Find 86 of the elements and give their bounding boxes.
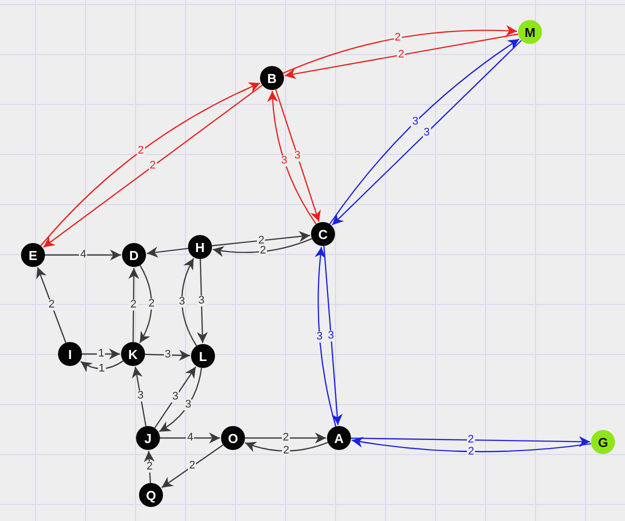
node-label: C bbox=[318, 228, 328, 240]
node-label: H bbox=[195, 240, 205, 254]
edge-weight: 2 bbox=[48, 299, 56, 310]
edge-weight: 2 bbox=[257, 235, 266, 246]
arrow bbox=[160, 432, 220, 444]
edge-weight: 3 bbox=[197, 296, 206, 307]
arrow bbox=[196, 258, 208, 344]
edge-weight: 2 bbox=[466, 434, 475, 446]
arrow bbox=[159, 368, 202, 432]
node-label: L bbox=[199, 350, 207, 362]
edge-weight: 2 bbox=[148, 298, 156, 310]
edge-weight: 2 bbox=[282, 445, 290, 456]
arrow bbox=[245, 432, 326, 444]
graph-node bbox=[188, 235, 212, 259]
node-label: A bbox=[334, 432, 344, 444]
edge-weight: 3 bbox=[136, 390, 145, 402]
graph-node bbox=[518, 20, 542, 44]
edge-weight: 2 bbox=[136, 146, 145, 157]
edge-weight: 2 bbox=[258, 246, 267, 257]
edge-weight: 3 bbox=[178, 296, 186, 308]
arrow bbox=[323, 246, 343, 426]
edge-weight: 3 bbox=[326, 330, 336, 342]
node-label: E bbox=[28, 248, 38, 262]
edge-weight: 3 bbox=[164, 349, 172, 360]
graph-node bbox=[191, 344, 215, 368]
arrow bbox=[144, 450, 155, 484]
edge-weight: 1 bbox=[98, 363, 106, 374]
node-label: Q bbox=[146, 488, 156, 502]
arrow bbox=[80, 360, 124, 372]
arrow bbox=[128, 268, 140, 342]
arrow bbox=[212, 231, 310, 246]
arrow bbox=[314, 246, 336, 427]
edge-weight: 2 bbox=[129, 299, 138, 310]
graph-node bbox=[591, 430, 615, 454]
arrow bbox=[161, 444, 224, 488]
edge-weight: 4 bbox=[186, 432, 194, 444]
edge-weight: 2 bbox=[188, 460, 196, 472]
arrow bbox=[275, 89, 321, 222]
arrow bbox=[132, 366, 146, 426]
edge-weight: 2 bbox=[397, 49, 406, 60]
edge-weight: 2 bbox=[145, 461, 154, 472]
node-label: K bbox=[128, 348, 138, 360]
arrow bbox=[351, 436, 590, 448]
graph-node bbox=[327, 426, 351, 450]
node-label: D bbox=[129, 248, 139, 262]
node-label: O bbox=[228, 432, 238, 444]
arrow bbox=[284, 34, 518, 80]
edge-weight: 3 bbox=[171, 392, 180, 403]
node-label: G bbox=[598, 436, 608, 448]
edge-weight: 2 bbox=[282, 432, 290, 444]
node-label: J bbox=[144, 432, 152, 444]
graph-node bbox=[311, 222, 335, 246]
arrow bbox=[282, 25, 518, 74]
graph-node bbox=[58, 342, 82, 366]
edge-weight: 3 bbox=[280, 155, 288, 166]
edge-weight: 3 bbox=[422, 127, 431, 138]
arrow bbox=[244, 441, 328, 452]
arrow bbox=[267, 90, 317, 224]
node-label: M bbox=[524, 26, 536, 38]
arrow bbox=[212, 238, 312, 257]
edge-weight: 2 bbox=[148, 160, 157, 172]
edge-weight: 1 bbox=[97, 348, 106, 360]
graph-node bbox=[21, 243, 45, 267]
arrow bbox=[36, 266, 66, 343]
node-label: I bbox=[68, 348, 72, 360]
arrow bbox=[352, 436, 592, 452]
graph-node bbox=[221, 426, 245, 450]
arrow bbox=[181, 258, 198, 346]
edge-weight: 4 bbox=[79, 250, 88, 260]
graph-node bbox=[139, 483, 163, 507]
node-label: B bbox=[267, 72, 277, 84]
edge-weight: 3 bbox=[293, 150, 302, 162]
edge-weight: 3 bbox=[411, 116, 420, 128]
arrow bbox=[82, 348, 120, 360]
graph-node bbox=[121, 342, 145, 366]
arrow bbox=[144, 350, 190, 361]
graph-node bbox=[260, 66, 284, 90]
edge-weight: 3 bbox=[184, 400, 192, 411]
arrow bbox=[146, 246, 188, 258]
edge-weight: 3 bbox=[316, 332, 324, 343]
arrow bbox=[45, 250, 121, 260]
graph-node bbox=[136, 426, 160, 450]
arrow bbox=[154, 366, 196, 428]
graph-node bbox=[122, 243, 146, 267]
edge-weight: 2 bbox=[467, 446, 476, 458]
arrow bbox=[139, 265, 152, 344]
